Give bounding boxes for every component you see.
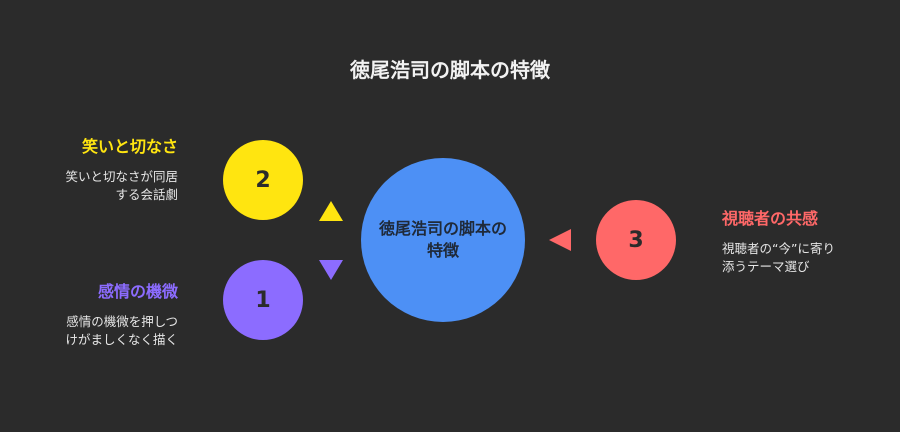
item-1-description-line: けがましくなく描く bbox=[65, 332, 178, 348]
item-1-description: 感情の機微を押しつ けがましくなく描く bbox=[20, 313, 178, 349]
item-3-heading: 視聴者の共感 bbox=[722, 209, 819, 228]
center-topic-label: 徳尾浩司の脚本の特徴 bbox=[378, 219, 507, 260]
step-3-number: 3 bbox=[628, 227, 644, 253]
step-2-circle: 2 bbox=[223, 140, 303, 220]
arrow-down-icon bbox=[319, 260, 343, 280]
center-topic-circle: 徳尾浩司の脚本の特徴 bbox=[361, 158, 525, 322]
item-2-description-line: 笑いと切なさが同居 bbox=[65, 169, 178, 184]
item-2-description: 笑いと切なさが同居 する会話劇 bbox=[20, 168, 178, 204]
diagram-title: 徳尾浩司の脚本の特徴 bbox=[350, 58, 550, 82]
step-1-number: 1 bbox=[255, 287, 271, 313]
item-3-description: 視聴者の“今”に寄り 添うテーマ選び bbox=[722, 240, 835, 276]
step-1-circle: 1 bbox=[223, 260, 303, 340]
item-1-heading: 感情の機微 bbox=[97, 282, 178, 301]
item-3-description-line: 添うテーマ選び bbox=[722, 259, 810, 275]
item-3-description-line: 視聴者の“今”に寄り bbox=[722, 241, 835, 256]
item-1-description-line: 感情の機微を押しつ bbox=[66, 314, 178, 329]
arrow-up-icon bbox=[319, 201, 343, 221]
step-2-number: 2 bbox=[255, 167, 271, 193]
item-2-description-line: する会話劇 bbox=[115, 187, 178, 203]
item-2-heading: 笑いと切なさ bbox=[81, 137, 178, 156]
arrow-left-icon bbox=[549, 229, 571, 251]
step-3-circle: 3 bbox=[596, 200, 676, 280]
